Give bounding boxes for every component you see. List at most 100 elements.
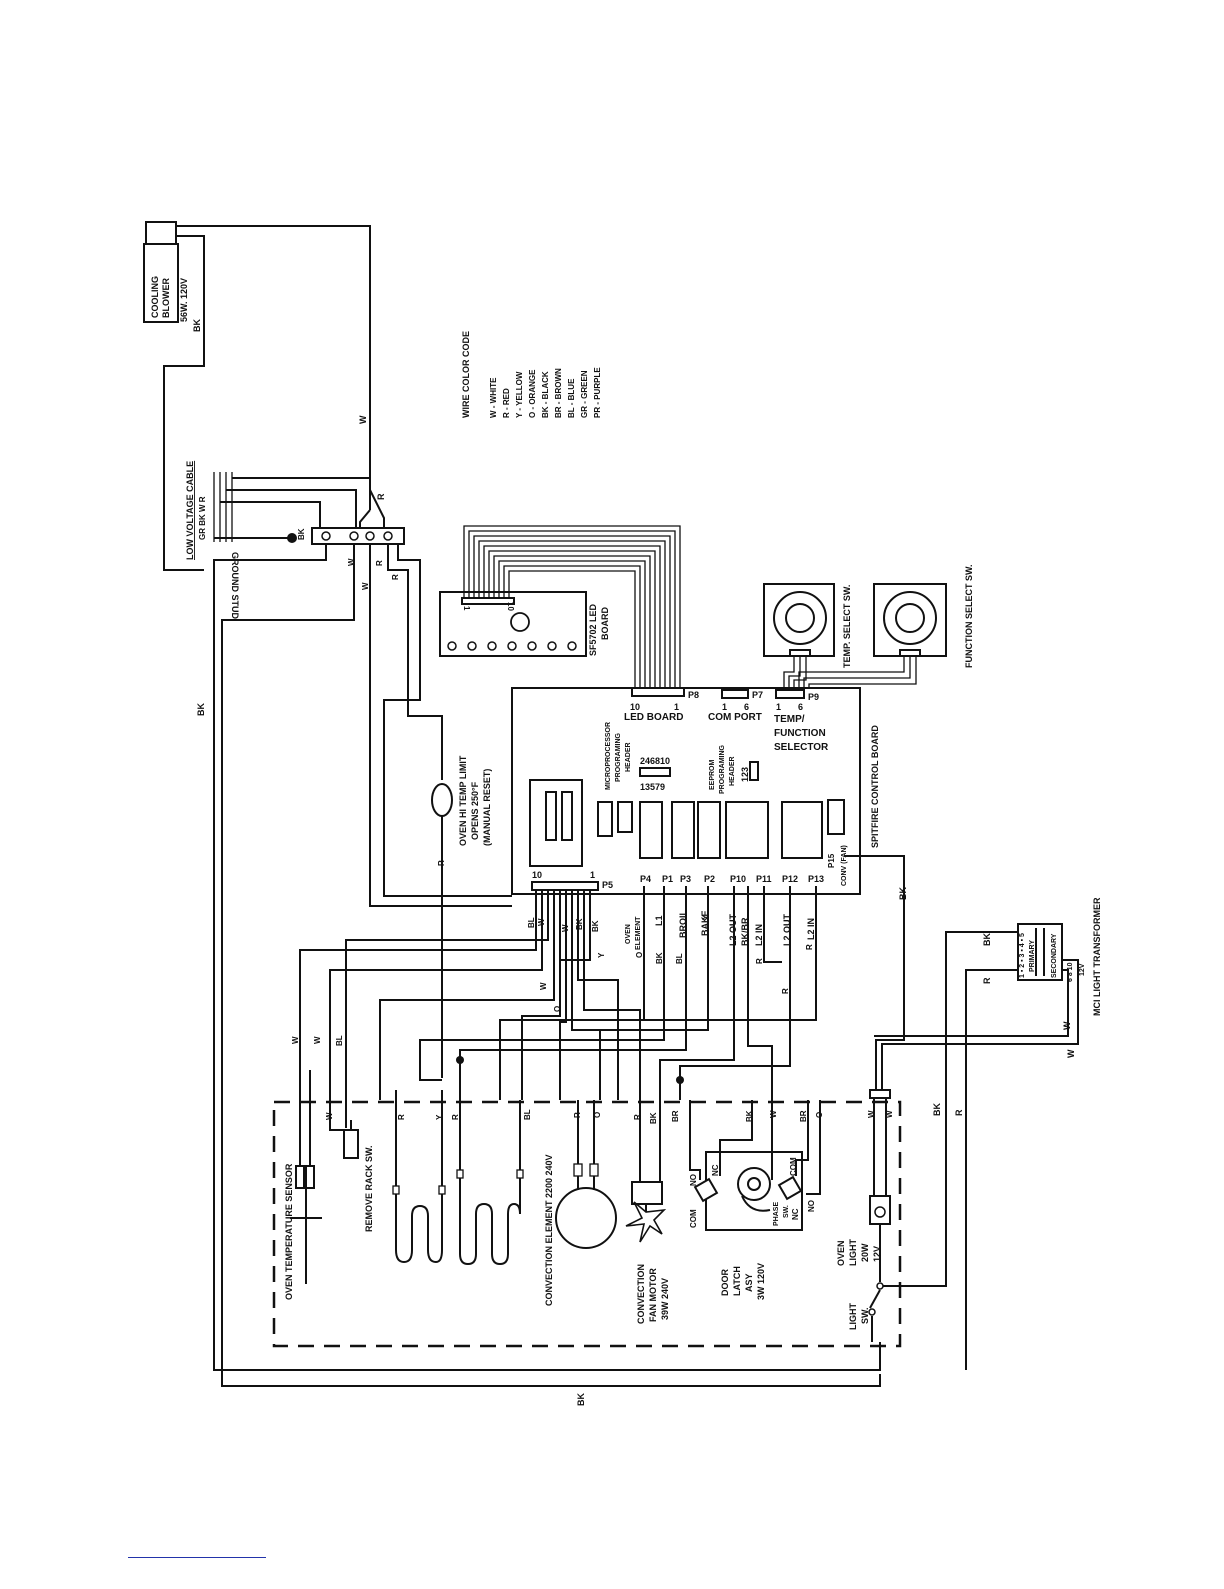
cooling-blower-label-2: BLOWER: [161, 278, 171, 318]
wire-tag: BL: [527, 917, 536, 928]
temp-function-label-2: FUNCTION: [774, 728, 826, 739]
function-select-switch: FUNCTION SELECT SW.: [873, 565, 974, 668]
wire-tag: R: [781, 988, 790, 994]
terminal-label: L2 IN: [754, 924, 764, 946]
wire-tag: O: [553, 1006, 562, 1012]
wire-tag: BK: [932, 1103, 942, 1116]
oven-temp-sensor-label: OVEN TEMPERATURE SENSOR: [284, 1163, 294, 1300]
wire-color-legend: WIRE COLOR CODE W - WHITE R - RED Y - YE…: [461, 331, 602, 418]
cooling-blower: COOLING BLOWER 56W. 120V BK: [143, 221, 202, 332]
wire-tag: W: [358, 415, 368, 424]
spitfire-control-board: SPITFIRE CONTROL BOARD P8 10 1 LED BOARD…: [511, 687, 880, 895]
door-latch-label-4: 3W 120V: [756, 1263, 766, 1300]
oven-hi-temp-limit: OVEN HI TEMP LIMIT OPENS 250°F (MANUAL R…: [431, 755, 492, 1078]
connector-label: P4: [640, 874, 651, 884]
connector-label: P1: [662, 874, 673, 884]
micro-header-label-1: MICROPROCESSOR: [605, 722, 612, 790]
wire-tag: R: [805, 944, 814, 950]
broil-element: [456, 1100, 524, 1266]
p15-label: P15: [827, 853, 836, 868]
hi-limit-label-3: (MANUAL RESET): [482, 769, 492, 846]
wire-tag: R: [397, 1114, 406, 1120]
connector-label: P11: [756, 874, 772, 884]
low-voltage-cable-label: LOW VOLTAGE CABLE: [185, 461, 195, 560]
wire-tag: BK: [745, 1110, 754, 1122]
micro-header-label-2: PROGRAMING: [615, 732, 622, 782]
wire-tag: W: [867, 1110, 876, 1118]
latch-contact: COM: [789, 1157, 798, 1176]
terminal-label: L1: [654, 915, 664, 926]
fan-motor-label-2: FAN MOTOR: [648, 1268, 658, 1322]
wire-color-entry: BR - BROWN: [554, 368, 563, 418]
wire-color-entry: BK - BLACK: [541, 371, 550, 418]
connector-label: P10: [730, 874, 746, 884]
wire-tag: BK: [982, 933, 992, 946]
wire-tag: W: [1062, 1021, 1072, 1030]
light-switch-label-1: LIGHT: [848, 1303, 858, 1330]
wire-tag: BL: [675, 953, 684, 964]
door-latch-label-2: LATCH: [732, 1266, 742, 1296]
wire-tag: W: [561, 924, 570, 932]
wire-tag: R: [755, 958, 764, 964]
p7-pin-left: 1: [722, 702, 727, 712]
terminal-label: L2 IN: [806, 918, 816, 940]
wire-color-entry: GR - GREEN: [580, 370, 589, 418]
phase-sw-label-2: SW.: [783, 1205, 790, 1218]
wire-tag: BK: [591, 920, 600, 932]
latch-contact: NO: [807, 1200, 816, 1212]
wire-tag: BK: [898, 887, 908, 900]
wire-tag: R: [375, 560, 384, 566]
eeprom-pins: 123: [740, 767, 750, 782]
latch-contact: COM: [689, 1209, 698, 1228]
p5-pin-right: 1: [590, 870, 595, 880]
oven-light: OVEN LIGHT 20W 12V: [836, 1089, 891, 1266]
temp-select-label: TEMP. SELECT SW.: [842, 585, 852, 668]
oven-light-label-2: LIGHT: [848, 1239, 858, 1266]
door-latch-label-3: ASY: [744, 1273, 754, 1292]
wire-tag: BL: [335, 1035, 344, 1046]
p8-label: P8: [688, 690, 699, 700]
remove-rack-switch: REMOVE RACK SW.: [329, 1112, 374, 1232]
temp-function-label-3: SELECTOR: [774, 742, 829, 753]
convection-element-label: CONVECTION ELEMENT 2200 240V: [544, 1154, 554, 1306]
micro-header-label-3: HEADER: [625, 742, 632, 772]
terminal-block: W W R R: [311, 489, 405, 590]
cooling-blower-label-3: 56W. 120V: [179, 278, 189, 322]
led-ribbon: [463, 525, 681, 688]
terminal-label: L2 OUT: [782, 913, 792, 946]
xfmr-primary-pins: 1 ▪ 2 ▪ 3 ▪ 4 ▪ 5: [1019, 933, 1026, 978]
control-board-label: SPITFIRE CONTROL BOARD: [870, 725, 880, 848]
door-latch-label-1: DOOR: [720, 1268, 730, 1296]
ground-stud-label: GROUND STUD: [230, 552, 240, 619]
convection-element: CONVECTION ELEMENT 2200 240V: [544, 1100, 617, 1306]
connector-label: P13: [808, 874, 824, 884]
xfmr-secondary-pins: 6 8 10: [1067, 962, 1074, 982]
com-port-label: COM PORT: [708, 712, 762, 723]
footnote-rule: [128, 1557, 266, 1558]
low-voltage-cable-codes: GR BK W R: [198, 496, 207, 540]
wire-tag: W: [885, 1110, 894, 1118]
p5-label: P5: [602, 880, 613, 890]
wire-color-entry: PR - PURPLE: [593, 367, 602, 418]
sf5702-led-board: 1 10 SF5702 LED BOARD: [439, 591, 610, 657]
wire-color-entry: W - WHITE: [489, 377, 498, 418]
p9-pin-left: 1: [776, 702, 781, 712]
p8-pin-right: 1: [674, 702, 679, 712]
hi-limit-label-1: OVEN HI TEMP LIMIT: [458, 755, 468, 846]
wire-tag: R: [982, 977, 992, 984]
p9-label: P9: [808, 692, 819, 702]
terminal-label: ELEMENT: [635, 916, 642, 950]
led-pin-right: 10: [506, 602, 515, 611]
connector-label: P2: [704, 874, 715, 884]
remove-rack-label: REMOVE RACK SW.: [364, 1145, 374, 1232]
wire-tag: W: [539, 982, 548, 990]
wire-tag: W: [769, 1110, 778, 1118]
p7-pin-right: 6: [744, 702, 749, 712]
wire-tag: W: [1066, 1049, 1076, 1058]
wire-tag: R: [437, 860, 446, 866]
terminal-label: BROIL: [678, 910, 688, 939]
p8-pin-left: 10: [630, 702, 640, 712]
latch-contact: NC: [791, 1208, 800, 1220]
temp-select-switch: TEMP. SELECT SW.: [763, 583, 852, 668]
